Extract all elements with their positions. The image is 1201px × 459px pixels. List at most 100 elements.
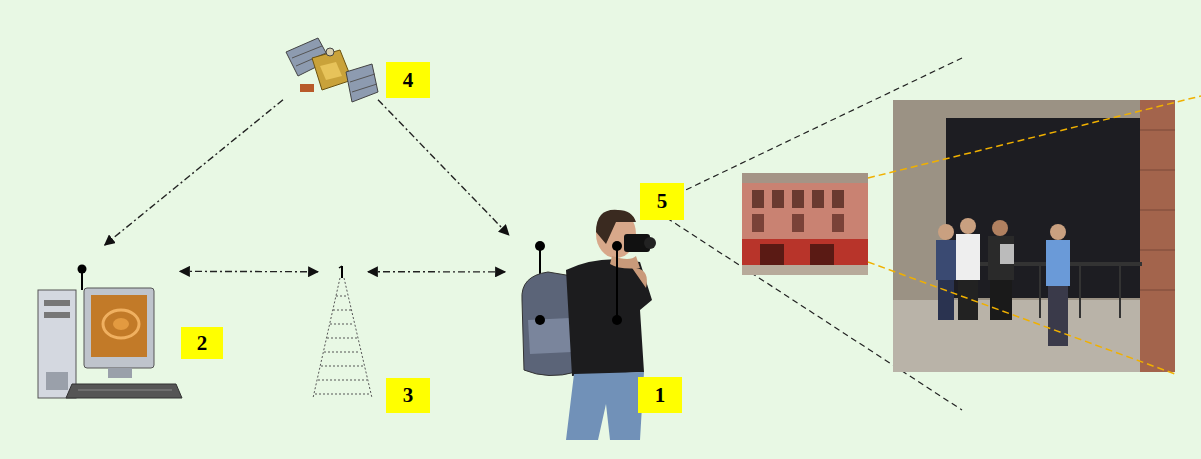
callout-number: 5 [640, 183, 684, 220]
satellite-node: 4 [283, 30, 378, 105]
building-photo-part [742, 173, 868, 275]
site-photo-part [893, 300, 1175, 372]
building-photo-part [752, 190, 764, 208]
building-photo-part [832, 190, 844, 208]
tower-node: 3 [318, 265, 368, 400]
tower-top-part [341, 266, 343, 278]
building-photo [742, 173, 868, 275]
signal-link [368, 271, 505, 273]
site-photo-part [893, 100, 1175, 372]
signal-link [378, 100, 509, 235]
computer-icon-part [108, 368, 132, 378]
site-photo [893, 100, 1175, 372]
site-photo-part [1119, 266, 1121, 318]
site-photo-part [960, 218, 976, 234]
building-photo-part [752, 214, 764, 232]
person-with-camera-part [535, 241, 545, 251]
callout-number: 1 [638, 377, 682, 413]
computer-icon [38, 265, 182, 399]
radio-tower-part [315, 394, 370, 395]
computer-icon-part [78, 265, 87, 274]
person-with-camera-part [612, 315, 622, 325]
building-photo-part [792, 214, 804, 232]
person-with-camera [522, 210, 656, 440]
building-photo-part [810, 244, 834, 265]
computer-icon-part [44, 312, 70, 318]
radio-tower-part [327, 338, 357, 339]
building-photo-part [832, 214, 844, 232]
radio-tower [313, 278, 372, 398]
computer-icon-part [113, 318, 129, 330]
building-photo-part [760, 244, 784, 265]
person-with-camera-part [528, 318, 572, 354]
computer-node: 2 [38, 245, 180, 400]
site-photo-part [938, 280, 954, 320]
person-with-camera-part [616, 246, 618, 320]
satellite-icon-part [320, 62, 342, 80]
radio-tower-part [333, 310, 351, 311]
radio-tower-part [321, 366, 364, 367]
computer-icon-part [78, 390, 172, 391]
site-photo-part [958, 280, 978, 320]
site-photo-part [1050, 224, 1066, 240]
building-photo-part [742, 239, 868, 265]
computer-icon-part [44, 300, 70, 306]
computer-icon-part [66, 384, 182, 398]
frame-lines [868, 96, 1201, 374]
person-with-camera-part [644, 237, 656, 249]
site-photo-part [1140, 100, 1175, 372]
building-photo-part [812, 190, 824, 208]
site-photo-part [936, 240, 956, 280]
satellite-icon-part [346, 64, 378, 102]
radio-tower-part [330, 324, 354, 325]
frame-lines-part [868, 96, 1201, 178]
callout-number: 3 [386, 378, 430, 413]
building-photo-part [742, 183, 868, 239]
radio-tower-part [324, 352, 360, 353]
site-photo-part [990, 280, 1012, 320]
building-photo-part [772, 190, 784, 208]
person-node: 1 [505, 235, 695, 440]
tower-top [339, 266, 342, 278]
callout-number: 2 [181, 327, 223, 359]
site-photo-part [1140, 210, 1175, 211]
computer-icon-part [46, 372, 68, 390]
satellite-icon-part [352, 84, 377, 92]
building-photo-part [792, 190, 804, 208]
site-photo-part [1039, 266, 1041, 318]
site-photo-part [1000, 244, 1014, 264]
callout-number: 4 [386, 62, 430, 98]
signal-link [105, 100, 283, 245]
person-with-camera-part [535, 315, 545, 325]
building-photo-part [742, 173, 868, 183]
person-with-camera-part [566, 372, 644, 440]
site-photo-part [992, 220, 1008, 236]
site-photo-part [1140, 130, 1175, 131]
computer-icon-part [84, 288, 154, 368]
person-with-camera-part [612, 241, 622, 251]
radio-tower-part [336, 296, 348, 297]
satellite-icon [286, 38, 378, 102]
site-photo-part [1140, 290, 1175, 291]
computer-icon-part [38, 290, 76, 398]
building-photo-part [742, 265, 868, 275]
satellite-icon-part [350, 74, 375, 82]
site-photo-part [1140, 170, 1175, 171]
satellite-icon-part [300, 84, 314, 92]
computer-icon-part [103, 310, 139, 338]
frame-lines-part [868, 262, 1175, 374]
site-photo-part [946, 118, 1142, 298]
satellite-icon-part [326, 48, 334, 56]
site-photo-part [1048, 286, 1068, 346]
person-with-camera-part [566, 259, 652, 376]
site-photo-part [938, 224, 954, 240]
site-photo-part [988, 236, 1014, 280]
site-photo-part [1140, 250, 1175, 251]
site-photo-part [1046, 240, 1070, 286]
computer-icon-part [91, 295, 147, 357]
site-photo-part [956, 234, 980, 280]
site-photo-part [1079, 266, 1081, 318]
